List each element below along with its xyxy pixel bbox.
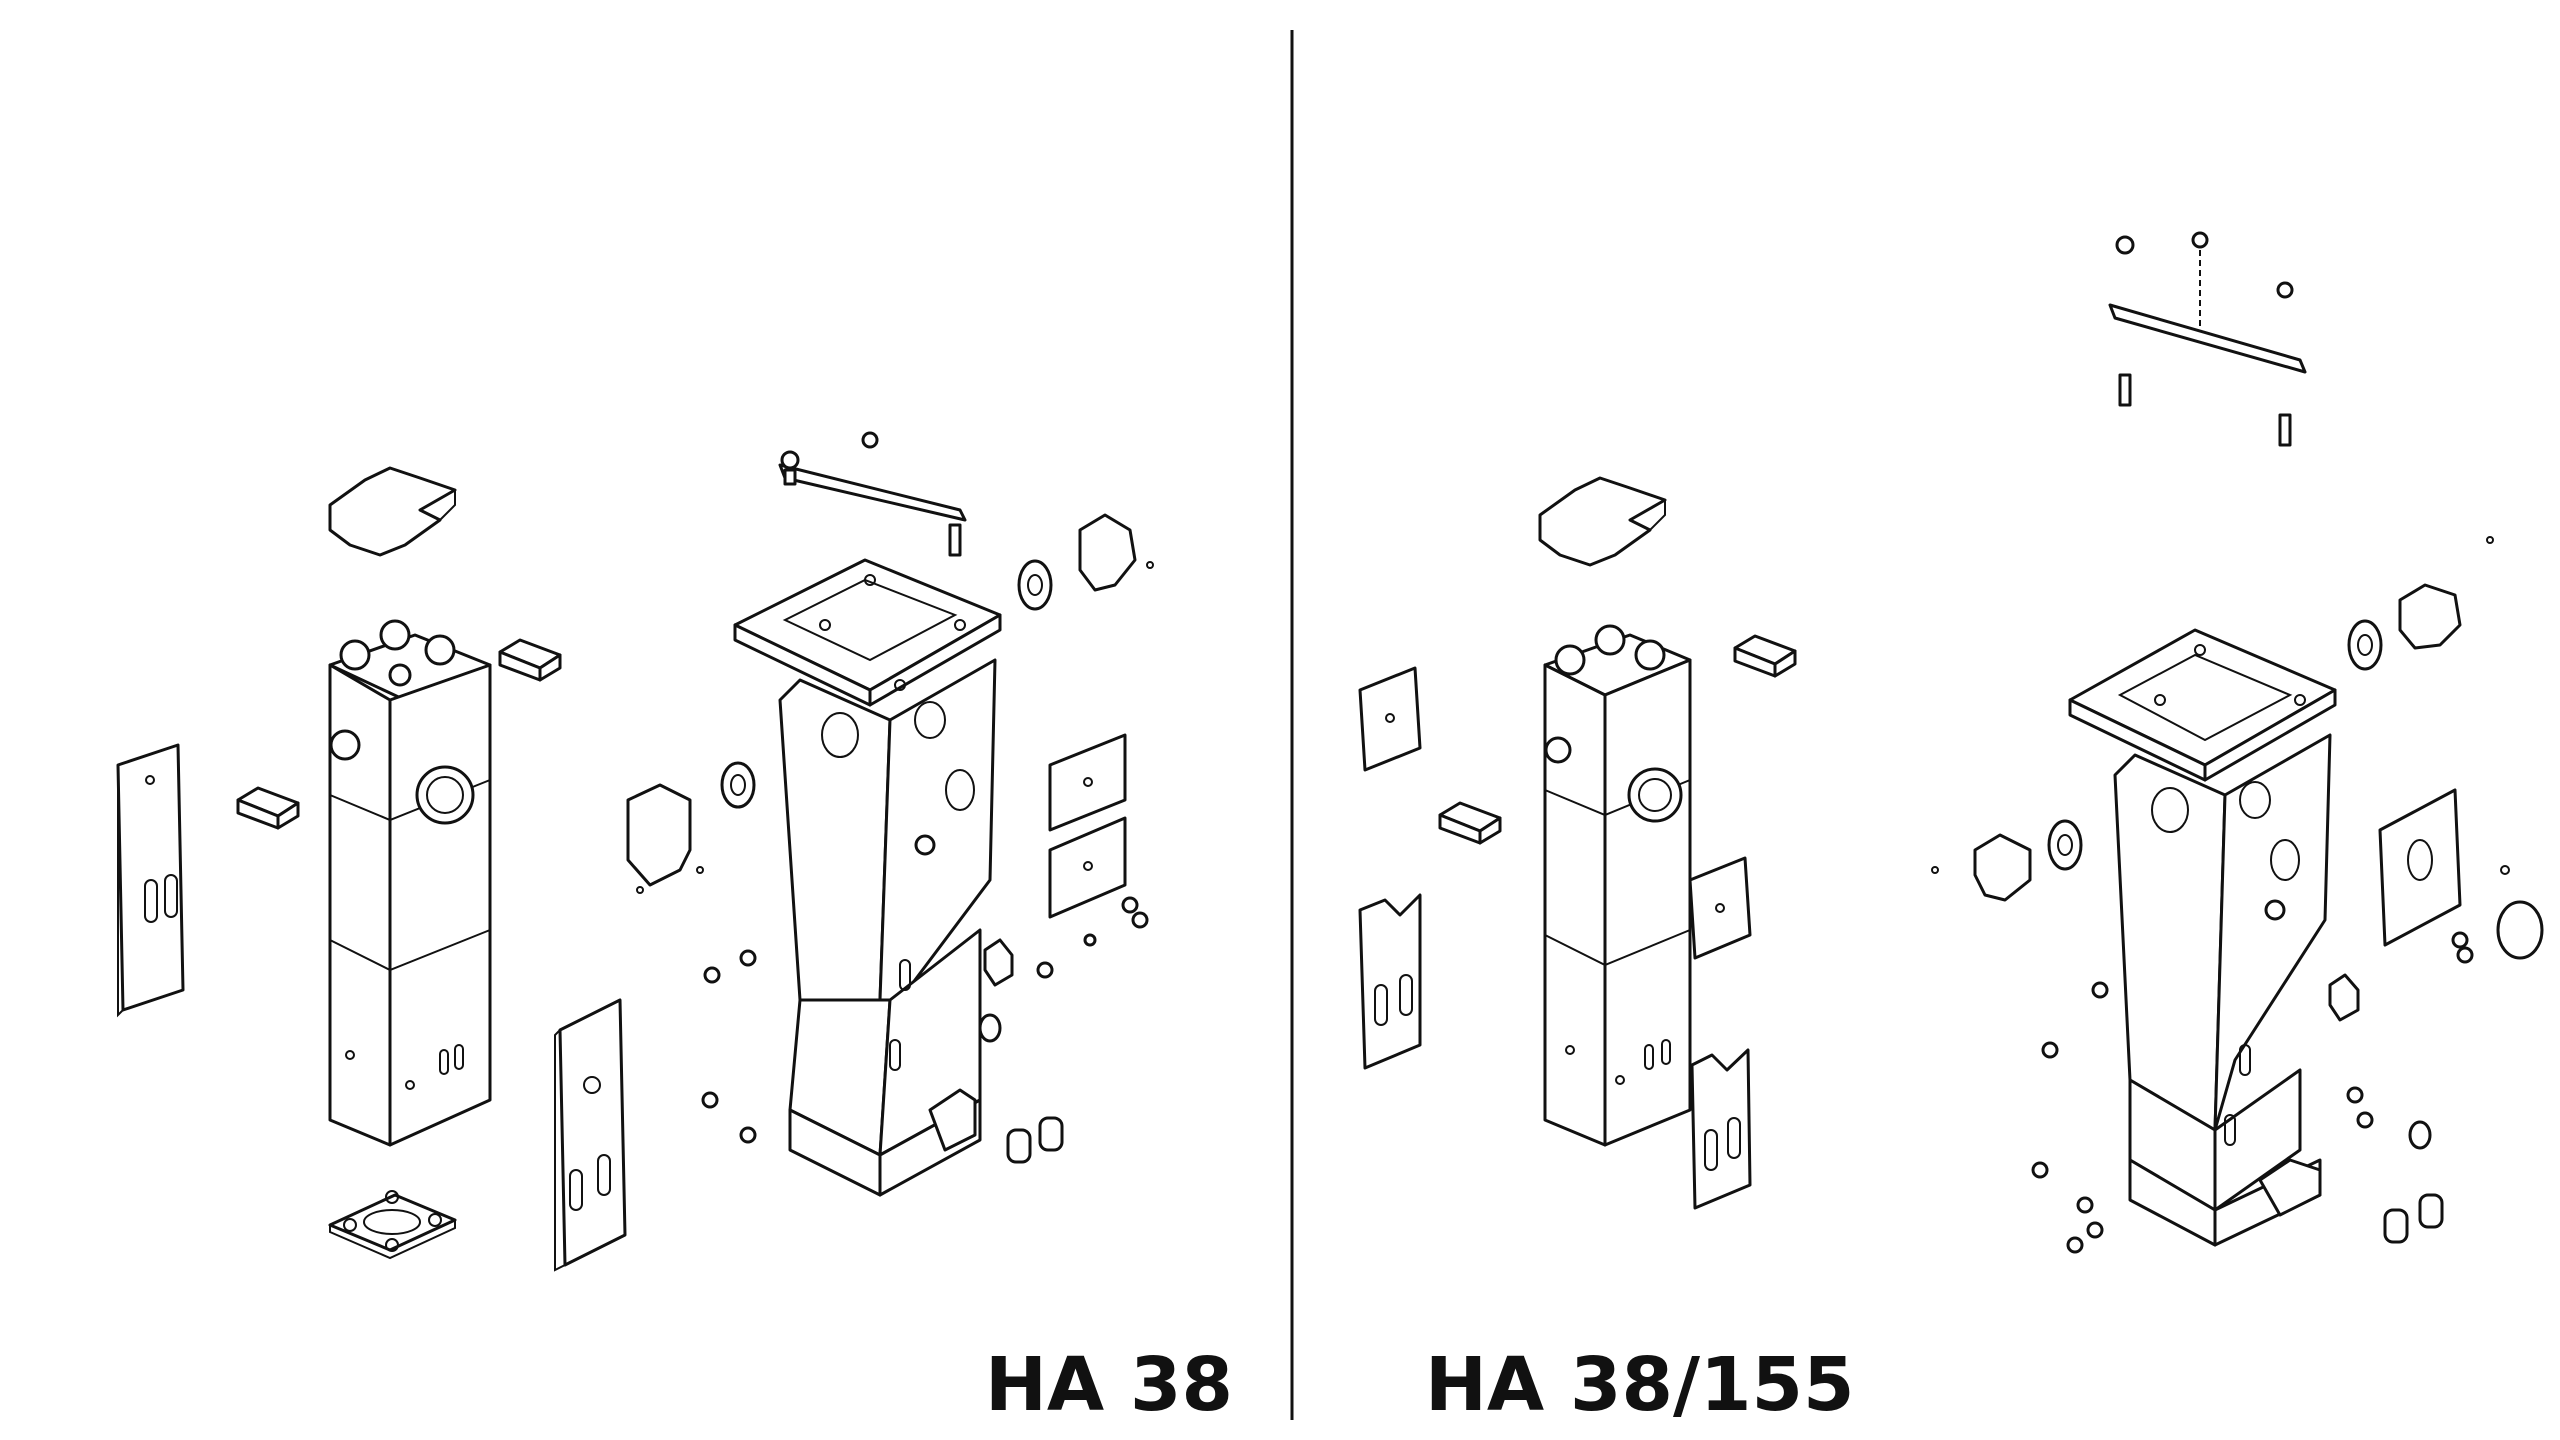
right-wear-plate-front <box>1690 1048 1752 1210</box>
left-breaker-body <box>328 619 492 1147</box>
left-housing <box>733 558 1002 1197</box>
right-key-upper <box>1733 634 1797 678</box>
right-wear-plate-left <box>1358 893 1422 1070</box>
left-bottom-buffer <box>328 1190 457 1260</box>
model-label-left: HA 38 <box>985 1342 1233 1428</box>
left-hardware <box>701 896 1149 1164</box>
right-square-pad-front <box>1688 856 1752 960</box>
left-assembly <box>116 431 1154 1272</box>
left-wear-plate <box>116 743 185 1018</box>
left-top-strap <box>778 431 967 557</box>
left-seal-ring <box>720 761 756 809</box>
left-top-buffer <box>328 466 457 557</box>
left-key-lower <box>236 786 300 830</box>
left-cover-plate-upper <box>1048 733 1127 832</box>
right-cover-plate <box>2378 788 2462 947</box>
left-front-plate <box>554 998 627 1272</box>
right-key-lower <box>1438 801 1502 845</box>
left-key-upper <box>498 638 562 682</box>
model-label-right: HA 38/155 <box>1425 1342 1855 1428</box>
right-breaker-body <box>1543 624 1692 1147</box>
right-square-pad-left <box>1358 666 1422 772</box>
right-top-bar <box>2108 231 2307 447</box>
right-hardware <box>2031 865 2510 1254</box>
right-left-bracket <box>1931 819 2083 902</box>
right-top-buffer <box>1538 476 1667 567</box>
left-upper-bracket <box>1017 513 1154 611</box>
right-housing <box>2068 628 2337 1247</box>
left-bracket <box>626 783 704 894</box>
left-cover-plate-lower <box>1048 816 1127 919</box>
right-disc <box>2496 900 2544 960</box>
right-upper-bracket <box>2347 536 2494 671</box>
right-assembly <box>1358 231 2544 1254</box>
